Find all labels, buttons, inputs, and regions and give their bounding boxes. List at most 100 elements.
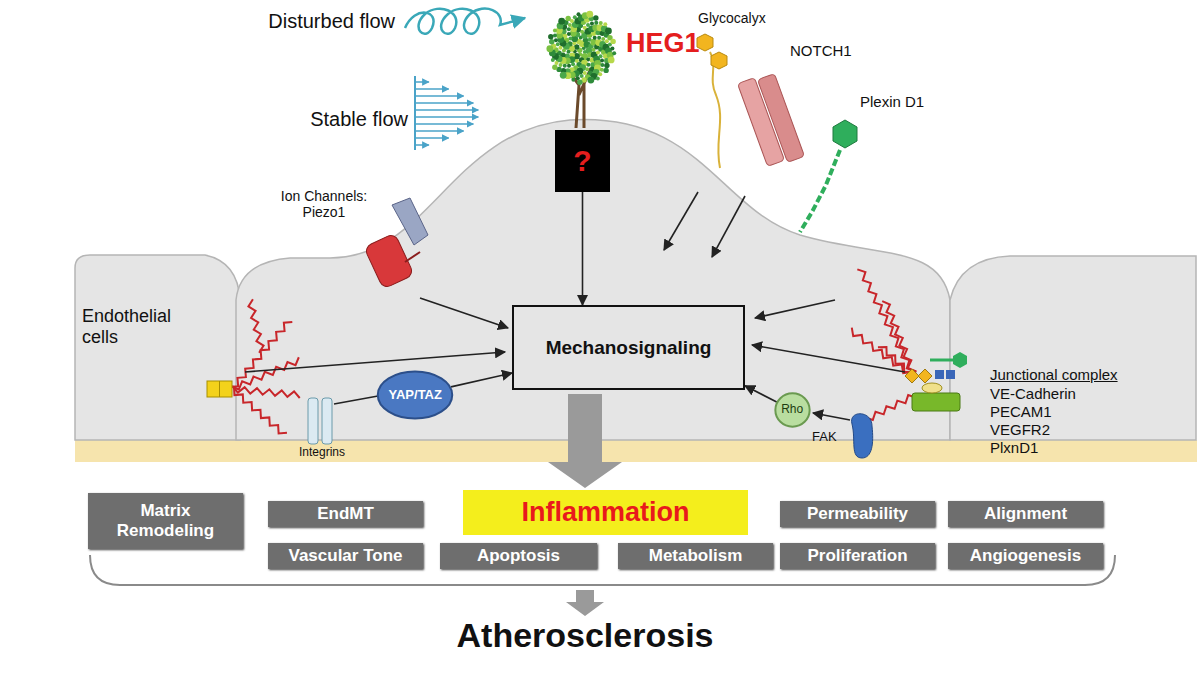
gene-label: HEG1 [626,28,700,59]
piezo1-channel-icon [392,198,428,245]
plexin-d1-icon [755,120,857,318]
heg1-tree-icon [567,32,571,36]
heg1-tree-icon [577,80,582,85]
adherens-junction-icon [207,352,505,397]
outcome-arrow [548,394,622,488]
junctional-complex-icon [946,370,955,379]
outcome-box: Apoptosis [440,543,597,569]
disturbed-flow-icon [405,9,525,34]
arrow-connector [745,386,777,402]
heg1-tree-icon [548,34,553,39]
node-text: Inflammation [521,497,689,528]
node-text: Mechanosignaling [546,337,712,359]
junctional-complex-icon [935,370,944,379]
structure-label: NOTCH1 [790,42,852,59]
list-item: PlxnD1 [990,439,1038,456]
outcome-box: Matrix Remodeling [88,493,243,549]
actin-filament [857,269,915,379]
cell-label: Endothelial cells [82,306,194,347]
stable-flow-icon [414,76,416,150]
junctional-complex-icon [930,359,958,362]
heg1-tree-icon [568,23,572,27]
heg1-tree-icon [601,37,605,41]
adherens-junction-icon [245,352,505,372]
heg1-tree-icon [576,12,580,16]
rho-circle: Rho [775,393,810,427]
list-heading: Junctional complex [990,366,1118,383]
heg1-tree-icon [563,64,567,68]
heg1-tree-icon [552,65,557,70]
heg1-tree-icon [586,11,593,18]
node-text: Angiogenesis [970,546,1081,566]
yap-taz-ellipse: YAP/TAZ [377,371,453,419]
actin-filament [852,269,917,420]
integrin-icon [308,398,318,444]
heg1-tree-icon [597,36,601,40]
stable-flow-icon [416,102,473,104]
heg1-tree-icon [600,59,604,63]
heg1-tree-icon [567,64,571,68]
endothelial-cell [75,255,240,440]
stable-flow-icon [416,144,429,146]
heg1-tree-icon [571,62,575,66]
flow-label: Stable flow [310,108,408,131]
heg1-tree-icon [600,63,604,67]
heg1-tree-icon [610,47,614,51]
actin-filament [230,322,293,387]
heg1-tree-icon [610,39,615,44]
heg1-tree-icon [596,77,600,81]
outcome-title: Atherosclerosis [457,616,714,655]
stable-flow-icon [416,123,473,125]
outcome-bracket [566,590,604,616]
fak-icon [852,414,873,458]
heg1-tree-icon [603,22,607,26]
stable-flow-icon [416,130,464,132]
heg1-tree-icon [549,39,554,44]
heg1-tree-icon [583,26,587,30]
heg1-tree-icon [600,68,604,72]
plexin-d1-icon [833,120,857,148]
heg1-tree-icon [583,71,587,75]
stable-flow-icon [416,81,429,83]
highlight-outcome-box: Inflammation [463,490,748,535]
heg1-tree-icon [573,15,577,19]
integrin-icon [322,398,332,444]
node-text: Matrix Remodeling [94,501,237,540]
node-text: Alignment [984,504,1067,524]
endothelial-cell [950,256,1196,440]
stable-flow-icon [416,109,478,111]
heg1-tree-icon [599,54,603,58]
notch1-icon [757,74,804,163]
piezo1-channel-icon [405,252,420,262]
outcome-box: Metabolism [618,543,773,569]
node-text: Metabolism [649,546,743,566]
unknown-mechanosensor-box: ? [555,130,610,192]
heg1-tree-icon [599,21,603,25]
outcome-box: Permeability [780,501,935,527]
heg1-tree-icon [565,16,570,21]
heg1-tree-icon [593,15,598,20]
stable-flow-icon [416,137,449,139]
notch1-icon [712,74,805,257]
actin-filament [882,301,915,379]
heg1-tree-icon [598,72,602,76]
structure-label: Plexin D1 [860,93,924,110]
junctional-complex-icon [752,345,905,372]
heg1-tree-icon [586,63,590,67]
rho-circle-outline [775,393,809,426]
heg1-tree-icon [593,36,597,40]
node-text: Apoptosis [477,546,560,566]
yap-taz-ellipse-outline [378,371,452,418]
heg1-tree-icon [553,29,557,33]
glycocalyx-icon [664,34,727,250]
heg1-tree-icon [556,42,560,46]
stable-flow-icon [415,76,478,150]
actin-filament [234,387,287,434]
node-text: Rho [781,403,803,417]
heg1-tree-icon [612,51,616,55]
disturbed-flow-icon [405,9,525,34]
glycocalyx-icon [664,192,698,250]
heg1-tree-icon [603,68,608,73]
outcome-box: Alignment [948,501,1103,527]
heg1-tree-icon [594,21,598,25]
